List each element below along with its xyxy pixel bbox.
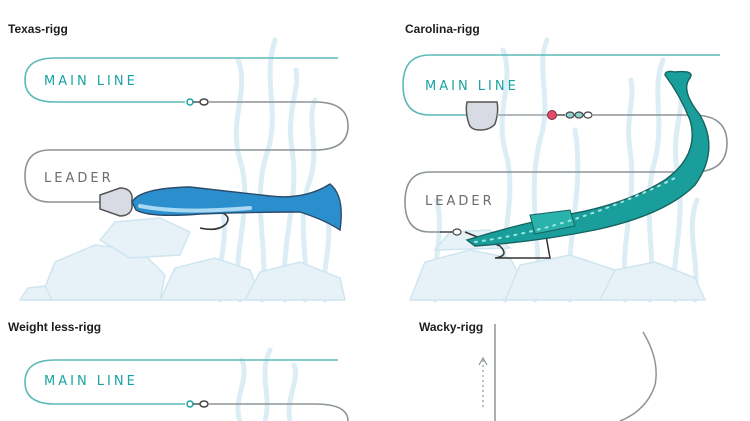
bead-icon <box>186 98 194 106</box>
shad-belly-icon <box>138 204 252 213</box>
leader-loop-path <box>404 114 728 233</box>
swivel-ring-icon <box>199 400 209 408</box>
worm-lure-icon <box>465 70 710 247</box>
main-line-path <box>24 57 338 103</box>
texas-rig-illustration <box>18 37 349 303</box>
carolina-leader-label: LEADER <box>425 194 495 209</box>
leader-loop-path <box>24 101 349 203</box>
weightless-rig-panel: Weight less-rigg MAIN LINE <box>0 310 375 421</box>
carolina-rig-panel: Carolina-rigg <box>375 0 750 310</box>
main-line-path <box>24 359 338 405</box>
sinker-weight-icon <box>465 101 499 131</box>
carolina-main-line-label: MAIN LINE <box>425 79 519 94</box>
weightless-rig-illustration <box>24 347 349 421</box>
seaweed-icon <box>235 347 298 421</box>
texas-leader-label: LEADER <box>44 171 114 186</box>
worm-band-icon <box>529 209 576 235</box>
bead-icon <box>186 400 194 408</box>
hook-icon <box>464 229 551 259</box>
carolina-rig-title: Carolina-rigg <box>405 22 480 36</box>
wacky-rig-illustration <box>478 324 657 421</box>
carolina-rig-illustration <box>402 37 728 303</box>
weightless-rig-title: Weight less-rigg <box>8 320 102 334</box>
bullet-weight-icon <box>99 187 133 217</box>
seaweed-icon <box>216 37 332 303</box>
shad-lure-icon <box>131 183 342 232</box>
rocks-icon <box>408 229 707 301</box>
texas-rig-title: Texas-rigg <box>8 22 68 36</box>
main-line-path <box>402 54 720 116</box>
swivel-ring-icon <box>199 98 209 106</box>
rocks-icon <box>18 217 346 301</box>
bead-icon <box>547 110 557 120</box>
wacky-rig-panel: Wacky-rigg <box>375 310 750 421</box>
wacky-rig-title: Wacky-rigg <box>419 320 484 334</box>
texas-rig-panel: Texas-rigg MA <box>0 0 375 310</box>
worm-outline-path <box>619 331 657 421</box>
texas-main-line-label: MAIN LINE <box>44 74 138 89</box>
leader-loop-path <box>208 403 349 421</box>
swivel-ring-icon <box>565 111 575 119</box>
weightless-main-line-label: MAIN LINE <box>44 374 138 389</box>
